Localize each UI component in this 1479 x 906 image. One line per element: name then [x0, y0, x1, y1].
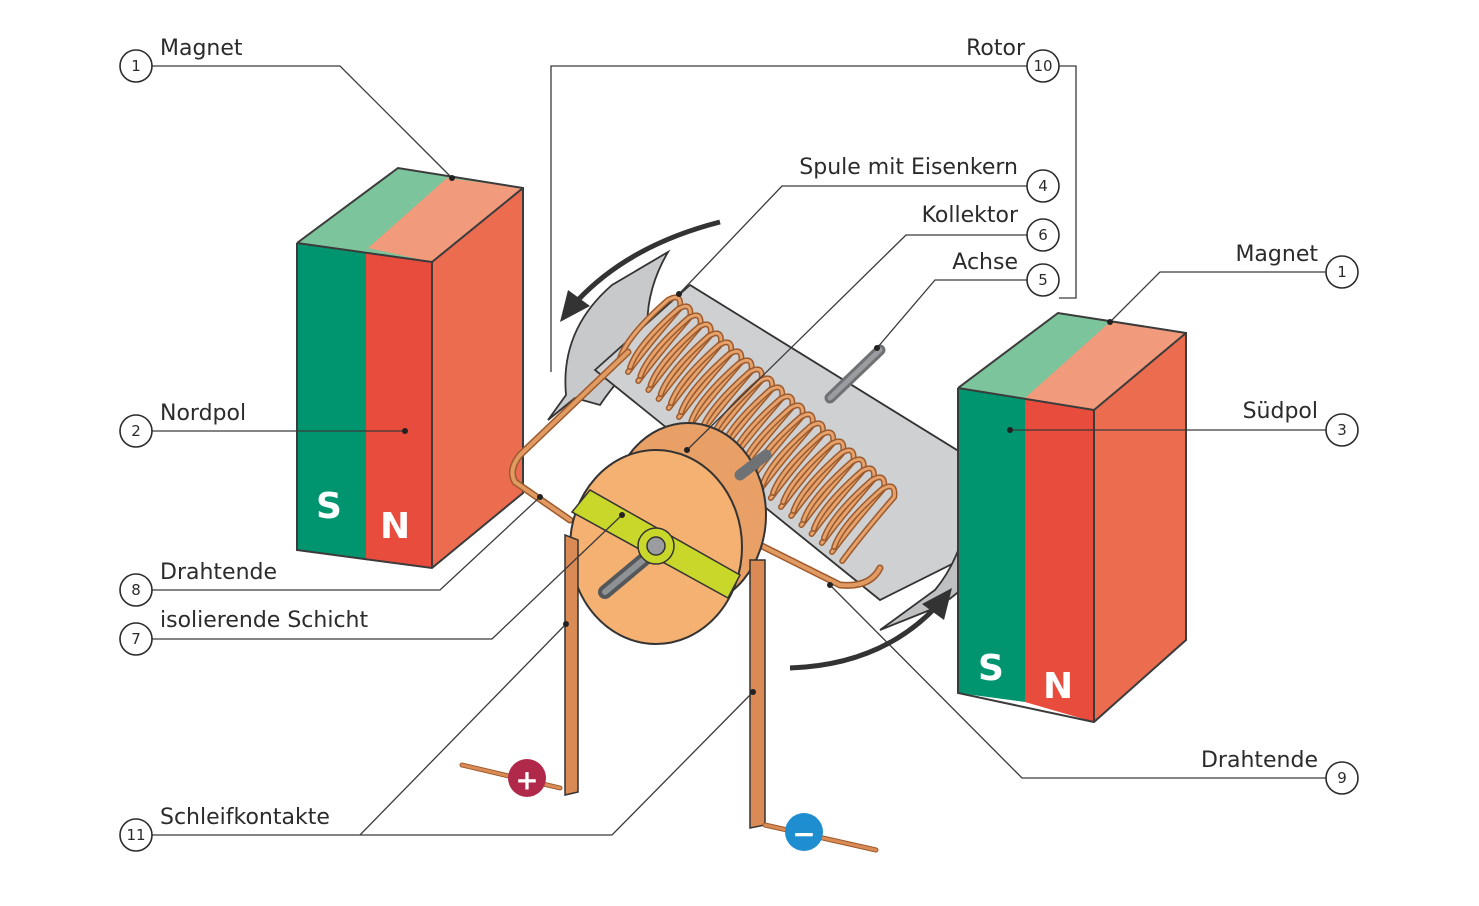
callout-schleifkontakte: 11 Schleifkontakte: [119, 805, 330, 852]
collector: [569, 422, 772, 645]
callout-number: 8: [131, 581, 141, 599]
callout-magnet-right: 1 Magnet: [1235, 242, 1359, 289]
label-drahtende-left: Drahtende: [160, 560, 277, 585]
label-spule: Spule mit Eisenkern: [799, 155, 1018, 180]
label-kollektor: Kollektor: [922, 203, 1019, 228]
callout-number: 9: [1337, 769, 1347, 787]
minus-terminal: −: [785, 813, 823, 851]
callout-number: 10: [1033, 57, 1052, 75]
callout-number: 11: [126, 826, 145, 844]
coil-turn: [649, 322, 713, 401]
coil-turn: [832, 484, 896, 563]
left-magnet-n-letter: N: [380, 506, 410, 547]
callout-number: 1: [131, 57, 141, 75]
coil-turn: [791, 448, 856, 527]
magnet-right: S N: [957, 311, 1187, 724]
coil-turn: [771, 430, 835, 509]
label-nordpol: Nordpol: [160, 401, 246, 426]
callout-nordpol: 2 Nordpol: [119, 401, 246, 448]
coil-turn: [618, 295, 682, 374]
coil-turn: [710, 376, 774, 455]
right-magnet-s-letter: S: [978, 648, 1004, 689]
callout-drahtende-right: 9 Drahtende: [1201, 748, 1359, 795]
callout-number: 6: [1038, 226, 1048, 244]
rotation-arrows: [560, 219, 952, 671]
label-suedpol: Südpol: [1243, 399, 1318, 424]
label-magnet-left: Magnet: [160, 36, 243, 61]
coil-turn: [679, 349, 743, 428]
callout-suedpol: 3 Südpol: [1243, 399, 1359, 447]
callout-rotor: 10 Rotor: [966, 36, 1060, 83]
coil-turn: [689, 358, 754, 437]
magnet-left: S N: [296, 166, 524, 570]
callout-number: 3: [1337, 421, 1347, 439]
label-achse: Achse: [952, 250, 1018, 275]
right-magnet-n-letter: N: [1043, 666, 1073, 707]
coil-turn: [822, 475, 886, 554]
minus-sign: −: [792, 818, 815, 851]
callout-kollektor: 6 Kollektor: [922, 203, 1060, 252]
leader-lines: [152, 65, 1326, 836]
plus-terminal: +: [508, 759, 546, 797]
callout-number: 4: [1038, 177, 1048, 195]
callout-magnet-left: 1 Magnet: [119, 36, 243, 83]
callout-drahtende-left: 8 Drahtende: [119, 560, 277, 607]
callout-number: 2: [131, 422, 141, 440]
coil-turn: [720, 385, 784, 464]
left-magnet-s-letter: S: [316, 486, 342, 527]
label-isolierende-schicht: isolierende Schicht: [160, 608, 368, 633]
coil-turn: [638, 313, 703, 392]
coil-turn: [628, 304, 692, 383]
wires: [508, 348, 884, 589]
coil-turn: [659, 331, 723, 410]
label-rotor: Rotor: [966, 36, 1026, 61]
coil-turn: [669, 340, 733, 419]
coil-turn: [730, 394, 794, 473]
callout-number: 1: [1337, 263, 1347, 281]
coil-turn: [812, 466, 876, 545]
label-schleifkontakte: Schleifkontakte: [160, 805, 330, 830]
plus-sign: +: [515, 764, 538, 797]
label-magnet-right: Magnet: [1235, 242, 1318, 267]
callout-isolierende-schicht: 7 isolierende Schicht: [119, 608, 368, 656]
coil-turn: [751, 412, 815, 491]
label-drahtende-right: Drahtende: [1201, 748, 1318, 773]
callout-spule: 4 Spule mit Eisenkern: [799, 155, 1060, 203]
coil-turn: [802, 457, 866, 536]
callout-number: 5: [1038, 271, 1048, 289]
coil-turn: [761, 421, 825, 500]
coil-turn: [781, 439, 845, 518]
callout-number: 7: [131, 630, 141, 648]
callout-achse: 5 Achse: [952, 250, 1060, 297]
coil-turn: [700, 367, 764, 446]
